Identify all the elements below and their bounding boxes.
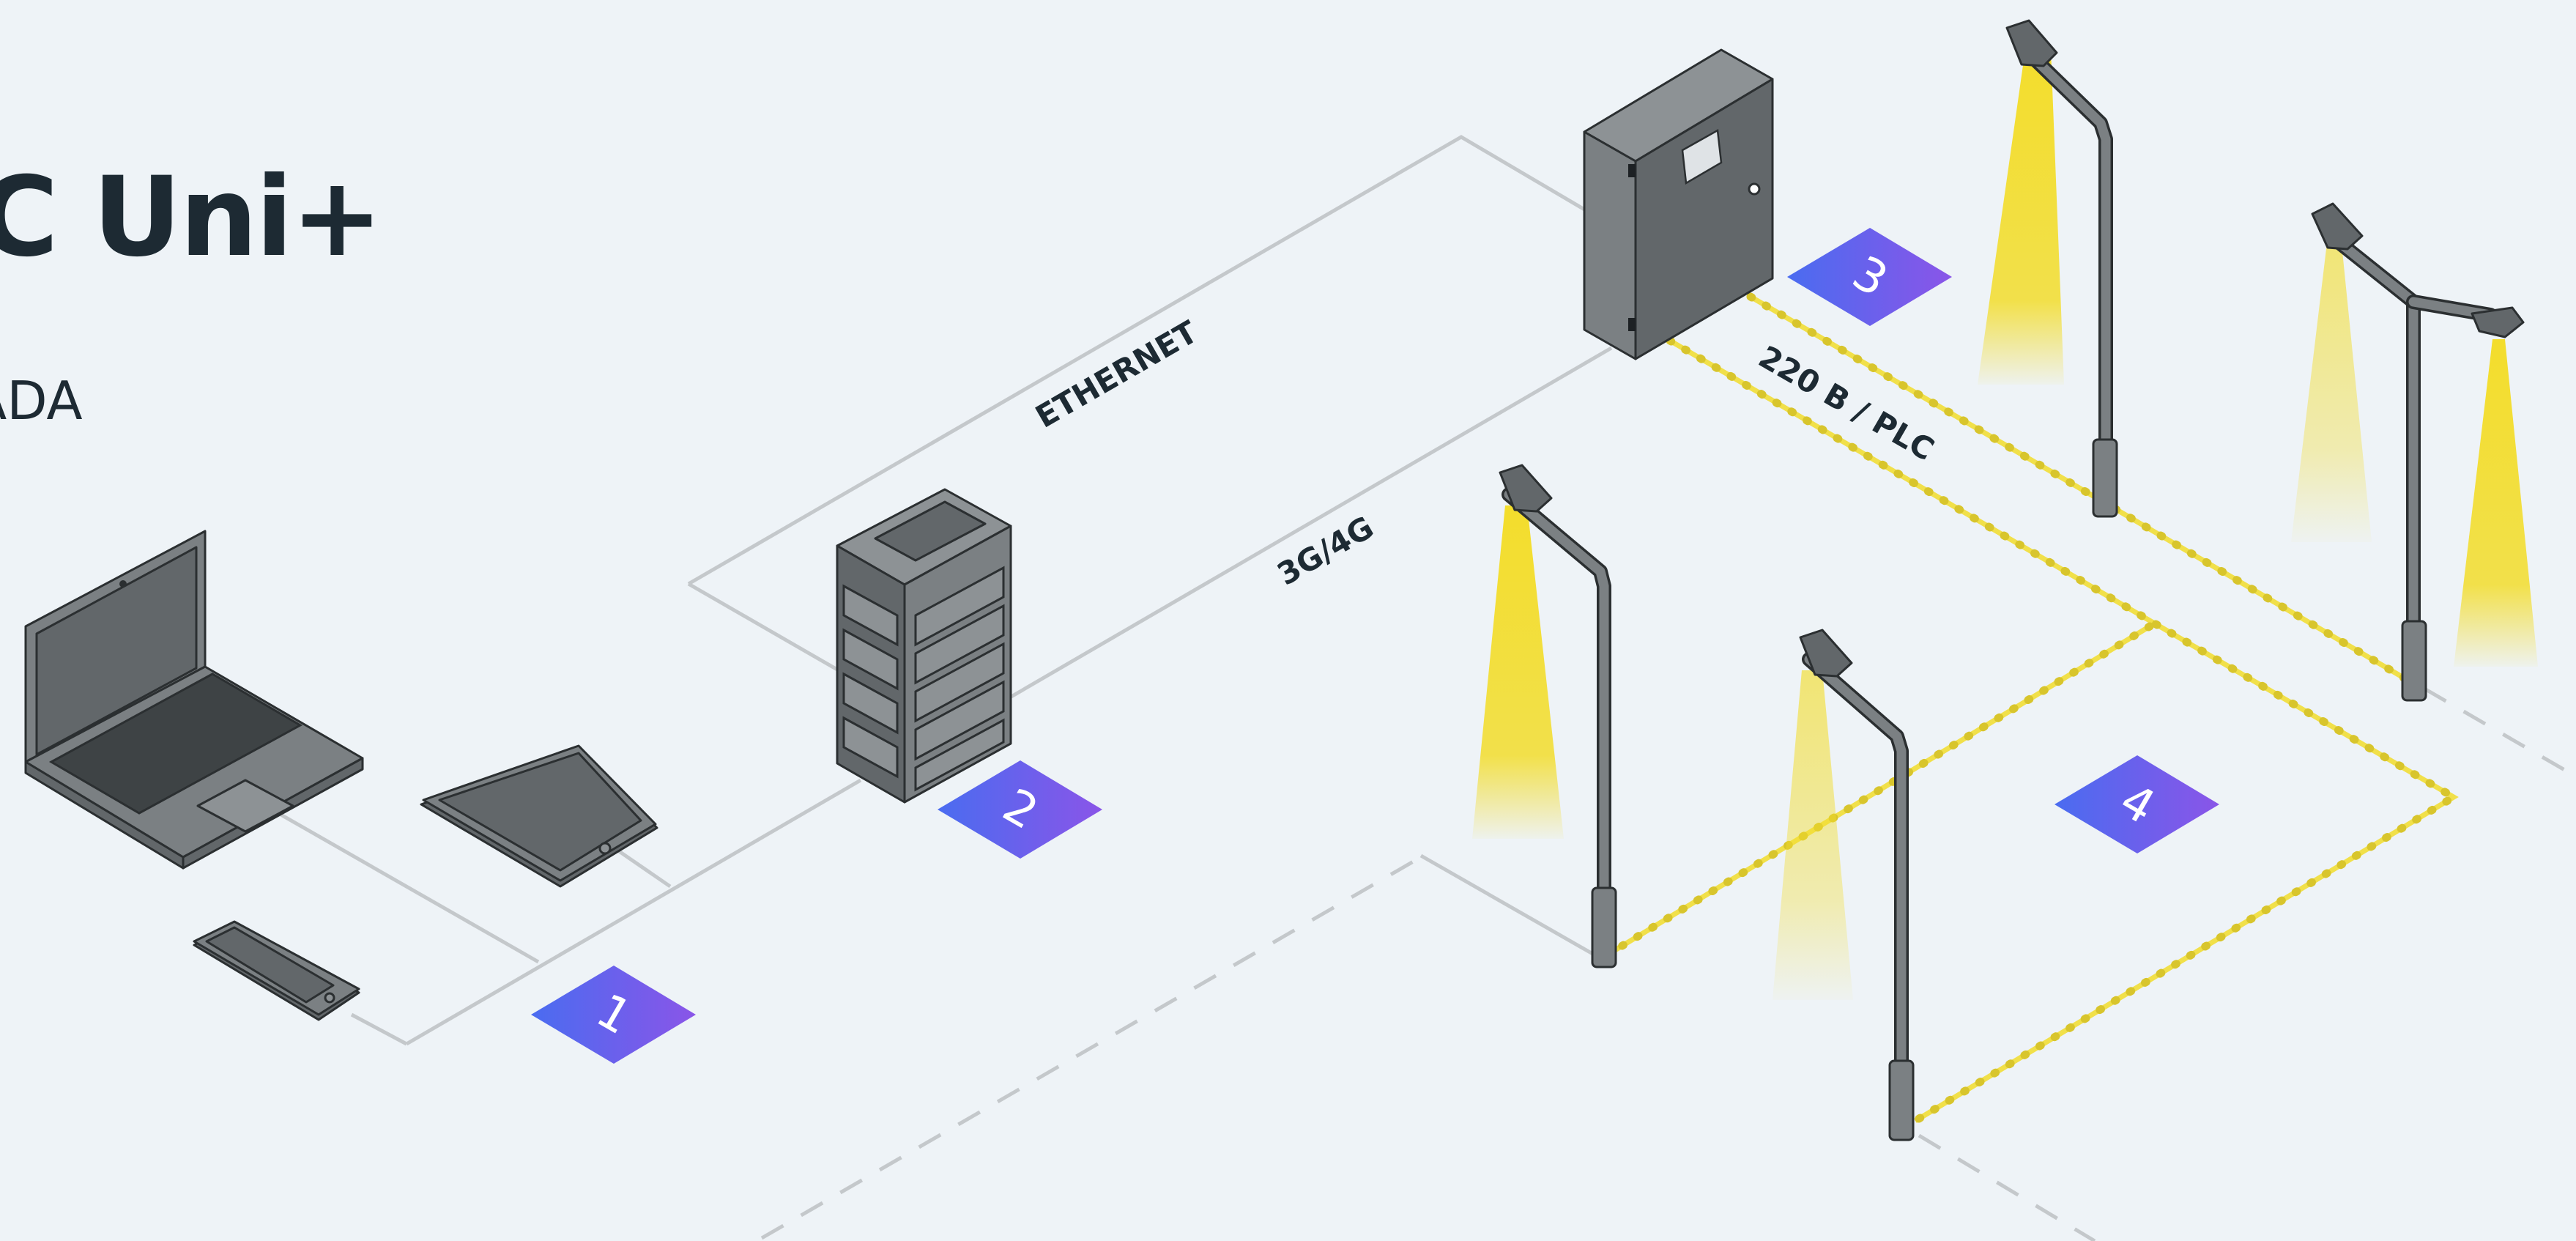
page-title: C Uni+ bbox=[0, 154, 383, 281]
network-wires bbox=[277, 135, 1613, 1046]
laptop-icon bbox=[24, 530, 364, 870]
street-lamp-icon bbox=[1799, 629, 1915, 1141]
badge-4: 4 bbox=[2055, 755, 2219, 853]
badge-2: 2 bbox=[938, 760, 1102, 859]
light-beams bbox=[1472, 50, 2538, 1000]
page-subtitle: ADA bbox=[0, 370, 83, 431]
ethernet-label: ETHERNET bbox=[1030, 314, 1204, 435]
badge-1: 1 bbox=[531, 966, 696, 1064]
badge-3: 3 bbox=[1787, 228, 1952, 326]
street-lamp-icon bbox=[1499, 464, 1617, 968]
server-rack-icon bbox=[836, 488, 1012, 804]
street-lamp-icon bbox=[2005, 19, 2118, 518]
street-lamp-icon bbox=[2311, 202, 2525, 702]
dashed-boundaries bbox=[760, 686, 2576, 1241]
tablet-icon bbox=[420, 744, 658, 888]
mobile-network-label: 3G/4G bbox=[1272, 509, 1380, 593]
control-cabinet-icon bbox=[1583, 48, 1774, 360]
phone-icon bbox=[193, 920, 360, 1021]
